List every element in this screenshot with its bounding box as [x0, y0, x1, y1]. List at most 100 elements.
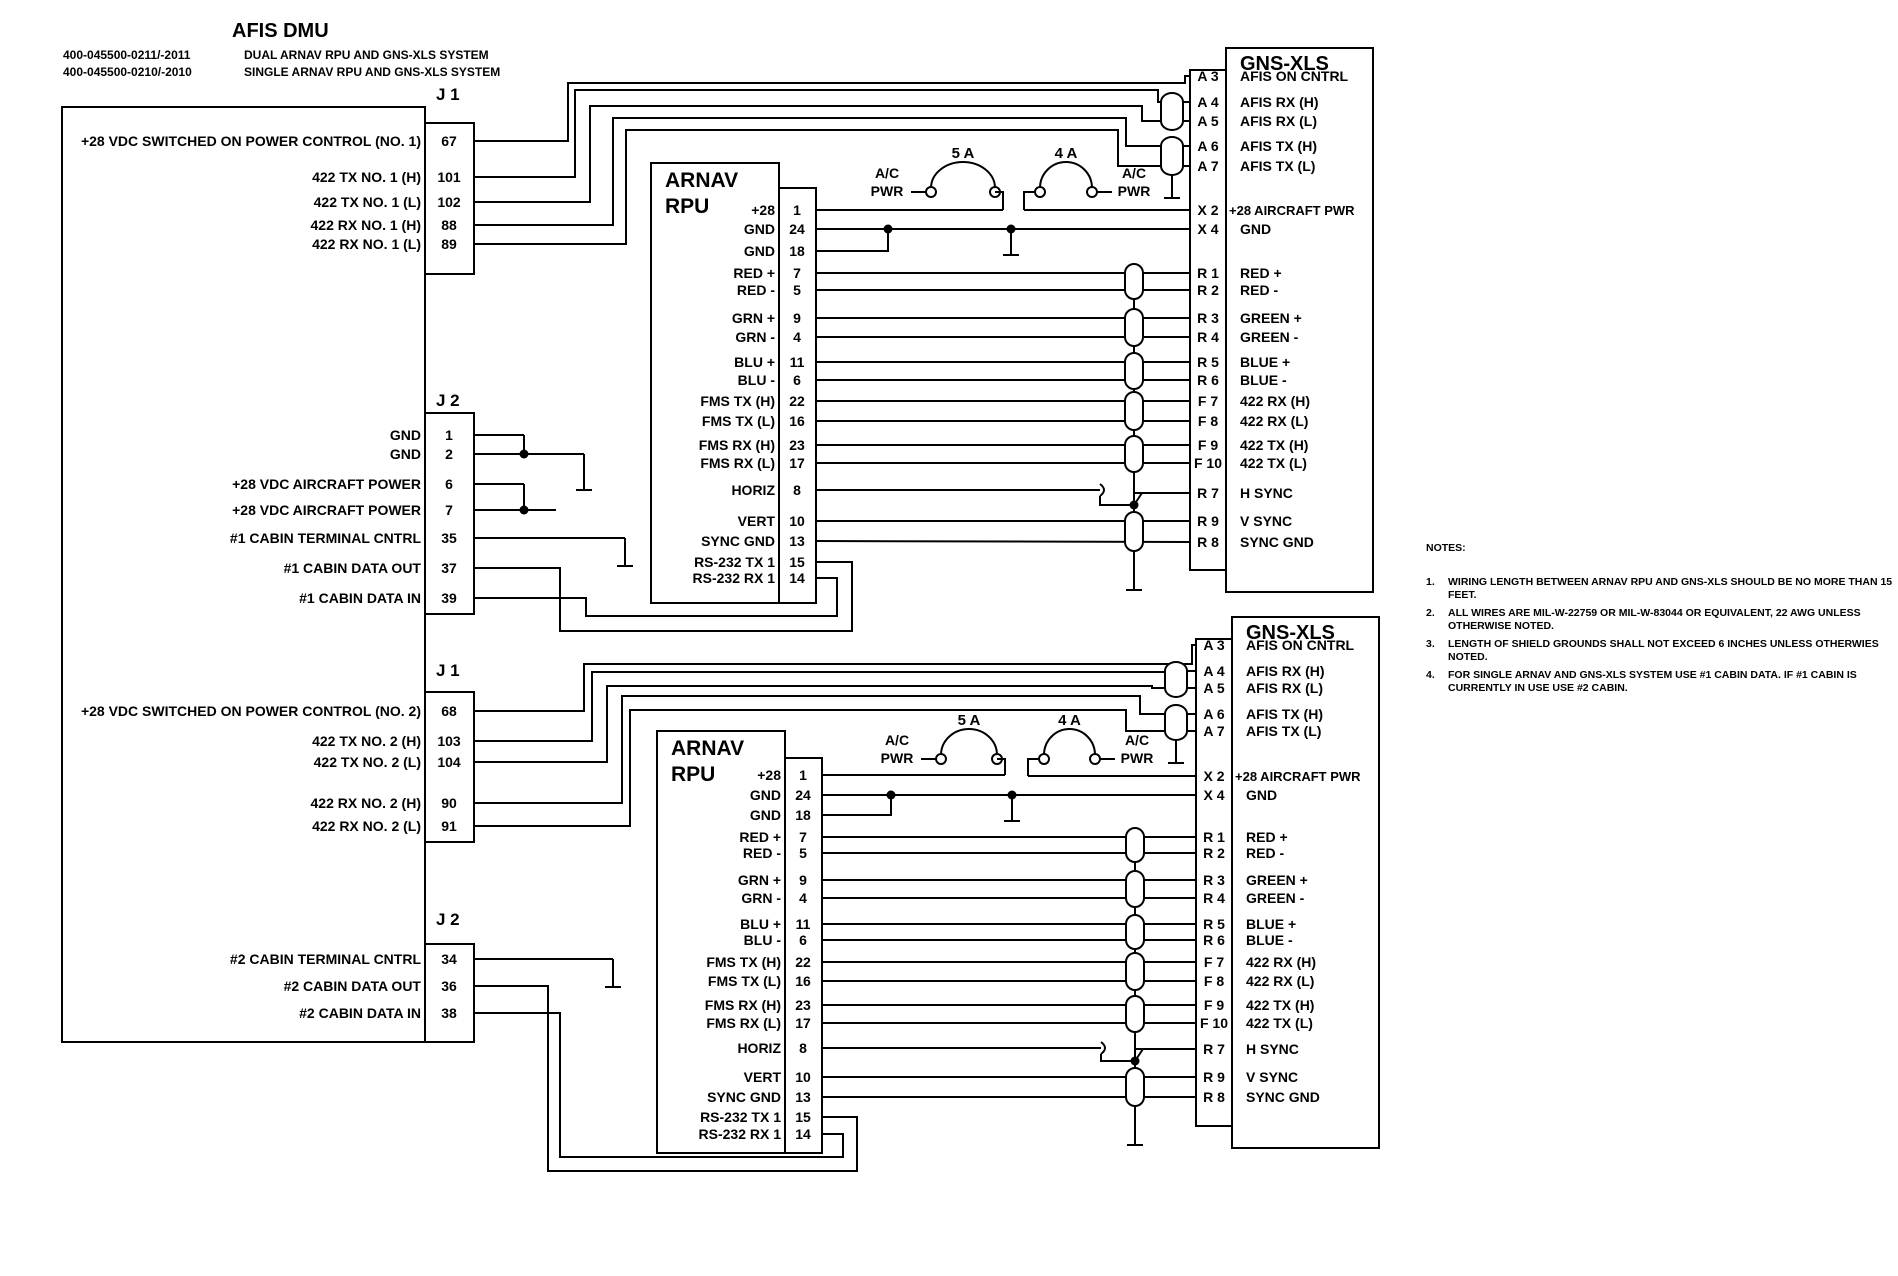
gns-pin-number: F 7: [1204, 954, 1224, 970]
gns-pin-label: SYNC GND: [1246, 1089, 1320, 1105]
gns-pin-label: +28 AIRCRAFT PWR: [1229, 203, 1355, 218]
gns-pin-label: RED +: [1246, 829, 1288, 845]
pwr-label: PWR: [881, 750, 914, 766]
rpu-pin-number: 18: [795, 807, 811, 823]
gns-pin-number: A 5: [1197, 113, 1218, 129]
circuit-breaker-5a: [940, 728, 998, 756]
rpu-pin-label: +28: [757, 767, 781, 783]
gns-pin-number: R 3: [1203, 872, 1225, 888]
note-item: 1.WIRING LENGTH BETWEEN ARNAV RPU AND GN…: [1426, 576, 1896, 601]
gns-pin-label: BLUE -: [1240, 372, 1287, 388]
dmu-pin-number: 104: [437, 754, 461, 770]
rpu-pin-label: RED +: [739, 829, 781, 845]
gns-pin-label: 422 TX (L): [1240, 455, 1307, 471]
gns-xls-box: [1225, 47, 1374, 593]
gns-pin-number: F 8: [1198, 413, 1218, 429]
gns-pin-number: F 9: [1198, 437, 1218, 453]
gns-pin-label: AFIS TX (H): [1240, 138, 1317, 154]
gns-pin-label: BLUE -: [1246, 932, 1293, 948]
dmu-pin-label: +28 VDC AIRCRAFT POWER: [232, 502, 421, 518]
dmu-pin-number: 68: [441, 703, 457, 719]
gns-pin-number: A 3: [1197, 68, 1218, 84]
gns-pin-number: R 1: [1197, 265, 1219, 281]
rpu-pin-label: BLU -: [744, 932, 782, 948]
notes-title: NOTES:: [1426, 542, 1466, 554]
note-text: FOR SINGLE ARNAV AND GNS-XLS SYSTEM USE …: [1448, 669, 1857, 694]
gns-pin-number: A 5: [1203, 680, 1224, 696]
gns-xls-pin-strip: [1189, 69, 1227, 571]
breaker-rating-label: 5 A: [958, 712, 981, 729]
gns-pin-number: A 7: [1203, 723, 1224, 739]
rpu-pin-number: 11: [796, 916, 811, 932]
gns-pin-label: 422 TX (H): [1246, 997, 1314, 1013]
gns-pin-label: GREEN -: [1240, 329, 1299, 345]
signal-wire: [1099, 496, 1134, 506]
rpu-pin-number: 17: [789, 455, 805, 471]
junction-dot: [519, 505, 529, 515]
part-desc-2: SINGLE ARNAV RPU AND GNS-XLS SYSTEM: [244, 65, 500, 79]
gns-pin-number: R 9: [1203, 1069, 1225, 1085]
gns-pin-number: F 10: [1194, 455, 1222, 471]
arnav-rpu-box: [656, 730, 786, 1154]
power-wire: [995, 191, 1004, 210]
rpu-pin-label: HORIZ: [731, 482, 775, 498]
gns-pin-label: SYNC GND: [1240, 534, 1314, 550]
dmu-pin-number: 88: [441, 217, 457, 233]
dmu-pin-number: 67: [441, 133, 457, 149]
rpu-pin-number: 5: [793, 282, 801, 298]
gns-pin-label: GREEN +: [1246, 872, 1308, 888]
signal-wire: [1100, 1054, 1135, 1062]
gns-pin-number: F 9: [1204, 997, 1224, 1013]
note-text: WIRING LENGTH BETWEEN ARNAV RPU AND GNS-…: [1448, 576, 1893, 601]
power-wire: [1027, 758, 1039, 776]
cable-shield: [1124, 391, 1144, 431]
gns-pin-number: A 3: [1203, 637, 1224, 653]
gns-pin-label: AFIS TX (H): [1246, 706, 1323, 722]
dmu-pin-number: 91: [441, 818, 457, 834]
rpu-title: RPU: [665, 195, 709, 218]
gns-xls-pin-strip: [1195, 638, 1233, 1127]
part-number-2: 400-045500-0210/-2010: [63, 65, 192, 79]
gns-pin-number: R 4: [1197, 329, 1219, 345]
gns-pin-label: GREEN +: [1240, 310, 1302, 326]
wire-crossover: [1100, 1041, 1106, 1055]
gns-pin-number: A 6: [1197, 138, 1218, 154]
ac-label: A/C: [875, 165, 899, 181]
cable-shield: [1164, 704, 1188, 741]
dmu-pin-label: #1 CABIN DATA OUT: [284, 560, 422, 576]
dmu-pin-number: 38: [441, 1005, 457, 1021]
gns-pin-label: 422 TX (L): [1246, 1015, 1313, 1031]
rpu-pin-number: 1: [799, 767, 807, 783]
gns-pin-label: 422 RX (H): [1240, 393, 1310, 409]
rpu-pin-label: GRN +: [738, 872, 781, 888]
gns-pin-label: BLUE +: [1240, 354, 1290, 370]
note-text: ALL WIRES ARE MIL-W-22759 OR MIL-W-83044…: [1448, 607, 1861, 632]
rpu-pin-label: GRN +: [732, 310, 775, 326]
gns-pin-label: AFIS ON CNTRL: [1246, 637, 1355, 653]
dmu-pin-number: 36: [441, 978, 457, 994]
breaker-terminal: [1086, 186, 1098, 198]
gns-pin-label: AFIS RX (H): [1240, 94, 1319, 110]
dmu-pin-label: 422 RX NO. 2 (L): [312, 818, 421, 834]
dmu-pin-label: 422 TX NO. 2 (L): [314, 754, 421, 770]
breaker-rating-label: 4 A: [1055, 145, 1078, 162]
dmu-pin-label: 422 RX NO. 1 (H): [311, 217, 421, 233]
gns-pin-number: R 6: [1203, 932, 1225, 948]
gns-pin-number: R 8: [1203, 1089, 1225, 1105]
gns-pin-label: AFIS TX (L): [1246, 723, 1321, 739]
rpu-title: RPU: [671, 763, 715, 786]
rpu-pin-label: GND: [750, 807, 781, 823]
power-wire: [1023, 191, 1035, 210]
rpu-pin-number: 5: [799, 845, 807, 861]
gns-pin-label: GND: [1246, 787, 1277, 803]
dmu-pin-label: 422 TX NO. 2 (H): [312, 733, 421, 749]
rpu-pin-number: 14: [795, 1126, 811, 1142]
gns-pin-number: R 3: [1197, 310, 1219, 326]
dmu-pin-label: #2 CABIN DATA IN: [299, 1005, 421, 1021]
rpu-pin-number: 16: [789, 413, 805, 429]
gns-pin-label: AFIS TX (L): [1240, 158, 1315, 174]
gns-pin-label: V SYNC: [1246, 1069, 1298, 1085]
circuit-breaker-4a: [1039, 161, 1093, 189]
breaker-terminal: [1089, 753, 1101, 765]
dmu-pin-label: GND: [390, 446, 421, 462]
